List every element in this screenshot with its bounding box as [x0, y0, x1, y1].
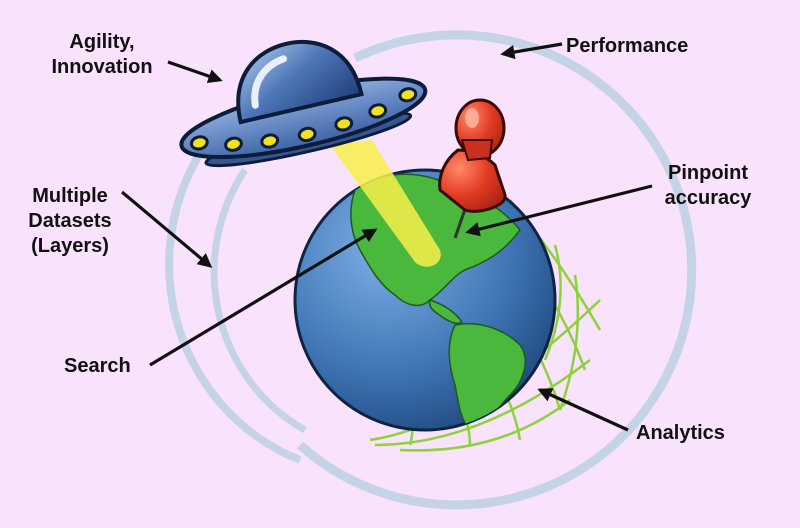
label-datasets-line-3: (Layers) [31, 235, 109, 257]
arrow-pinpoint [465, 184, 653, 237]
label-agility-line-2: Innovation [51, 56, 153, 78]
label-performance: Performance [566, 34, 688, 59]
label-datasets-line-2: Datasets [28, 210, 112, 232]
orbit-rings [165, 30, 697, 510]
label-analytics-text: Analytics [636, 422, 725, 444]
arrow-performance [500, 42, 563, 60]
light-beam-icon [330, 140, 441, 267]
label-pinpoint-accuracy: Pinpoint accuracy [648, 161, 768, 211]
pushpin-icon [438, 98, 507, 239]
label-agility-line-1: Agility, [69, 31, 135, 53]
landmass-central-america [428, 299, 464, 325]
ufo-icon [179, 39, 428, 168]
label-datasets-line-1: Multiple [32, 185, 108, 207]
label-pinpoint-line-1: Pinpoint [668, 162, 748, 184]
arrow-search [149, 228, 378, 367]
label-multiple-datasets: Multiple Datasets (Layers) [18, 184, 122, 259]
globe-icon [293, 168, 557, 432]
arrow-analytics [537, 388, 629, 432]
label-search-text: Search [64, 355, 131, 377]
arrow-datasets [120, 190, 213, 268]
label-pinpoint-line-2: accuracy [664, 187, 752, 209]
label-search: Search [64, 354, 131, 379]
label-performance-text: Performance [566, 35, 689, 57]
arrow-agility [167, 60, 223, 84]
label-analytics: Analytics [636, 421, 725, 446]
orbit-ring-inner [210, 168, 307, 434]
orbit-ring-middle [165, 107, 302, 464]
orbit-ring-outer [297, 30, 697, 510]
label-agility-innovation: Agility, Innovation [36, 30, 168, 80]
